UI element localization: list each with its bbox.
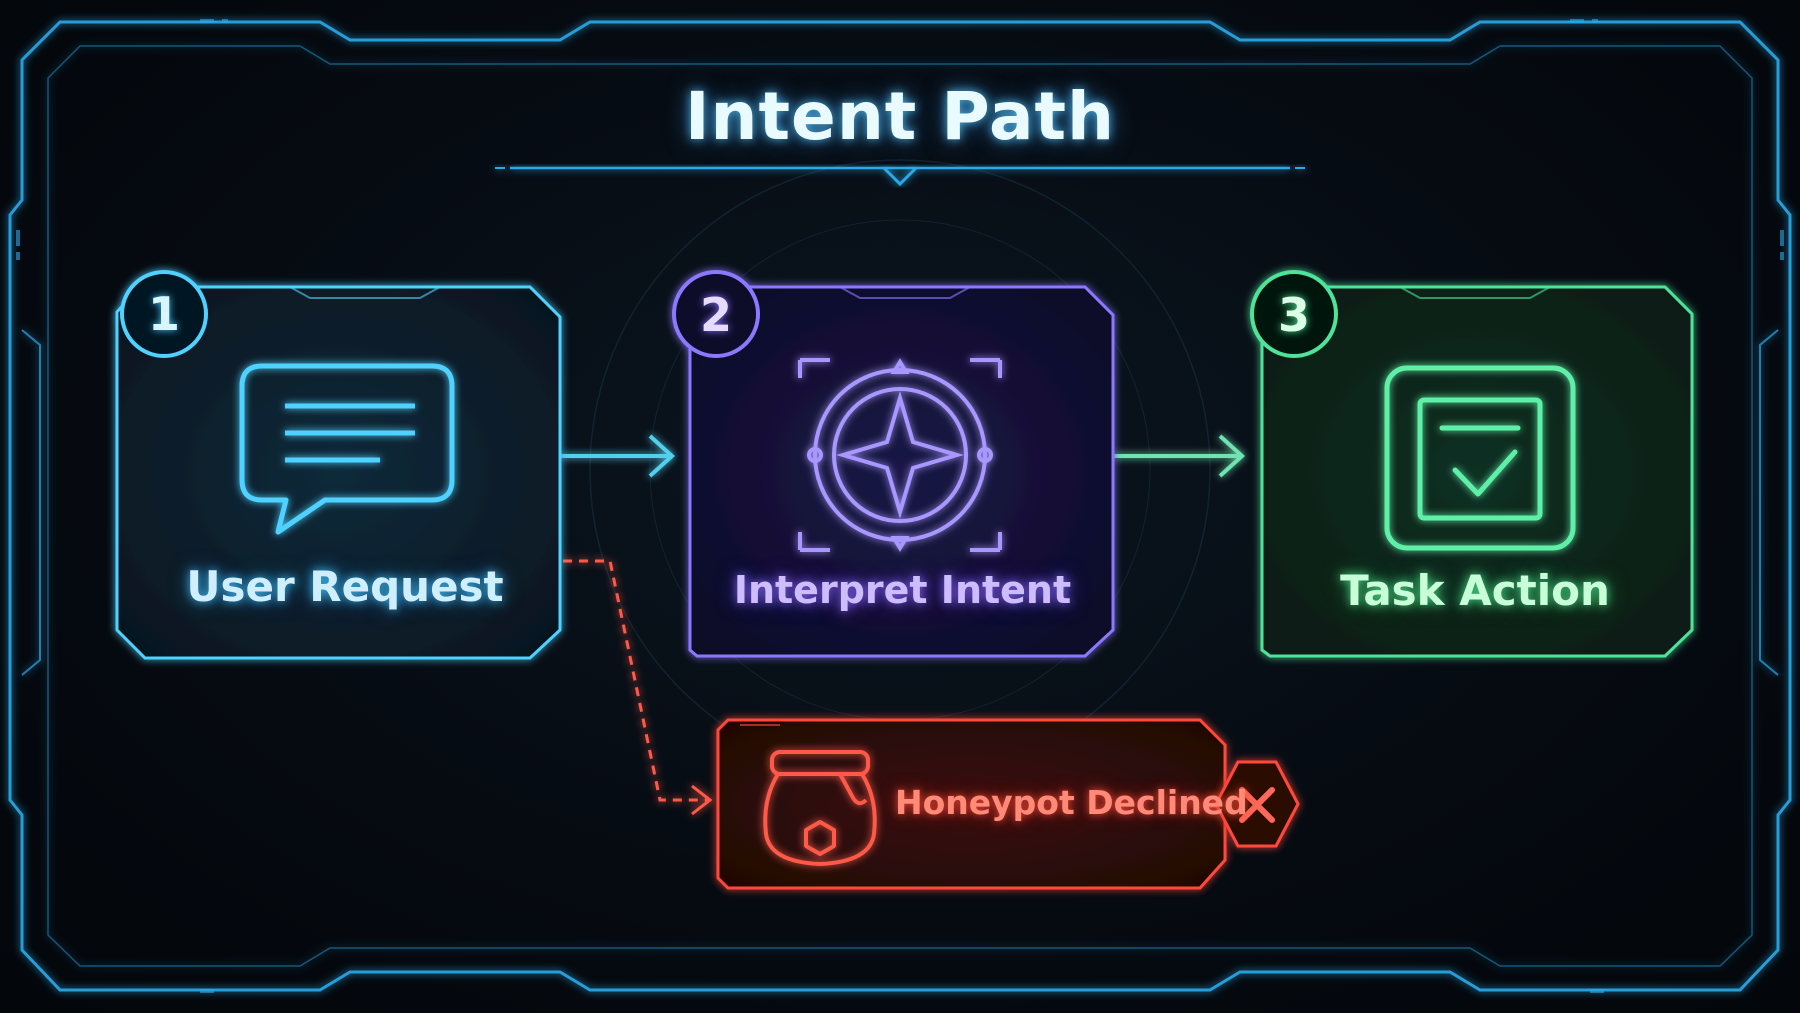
step-number-badge: 1 [147,287,180,341]
honeypot-panel [716,718,1228,890]
hud-frame [8,20,1792,992]
close-icon [1214,760,1300,848]
hud-frame-ticks [16,19,1784,993]
arrow-request-to-honeypot [563,559,713,816]
checklist-icon [1384,365,1576,551]
title-underline [495,166,1305,187]
step-label-task-action: Task Action [1340,566,1610,615]
arrow-interpret-to-task [1113,434,1245,478]
step-label-interpret-intent: Interpret Intent [733,568,1072,612]
page-title: Intent Path [684,78,1116,155]
step-card-interpret-intent [672,270,1115,658]
step-number-badge: 2 [699,288,732,342]
arrow-request-to-interpret [560,434,675,478]
step-number-badge: 3 [1277,288,1310,342]
chat-bubble-icon [239,363,455,535]
honey-jar-icon [763,750,877,866]
compass-target-icon [798,358,1002,552]
honeypot-declined-label: Honeypot Declined [895,783,1248,822]
step-card-task-action [1250,270,1694,658]
step-label-user-request: User Request [186,562,504,611]
